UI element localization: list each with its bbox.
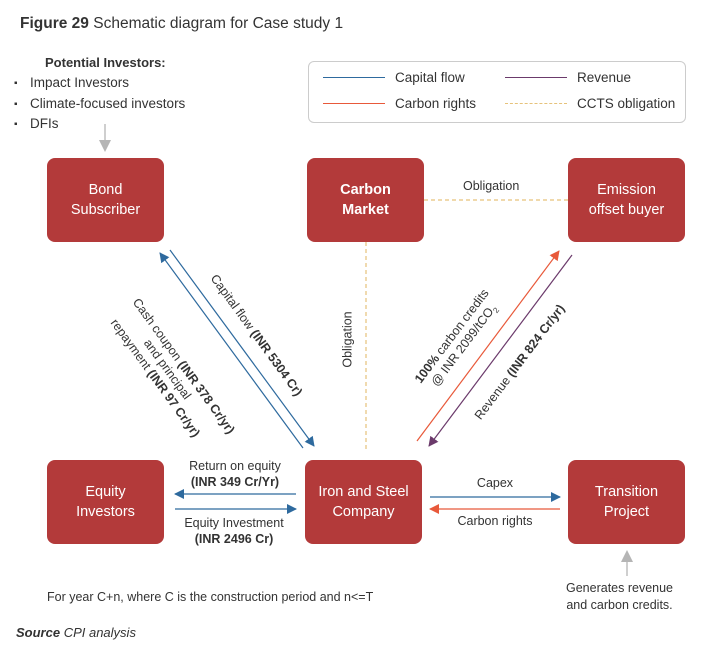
legend-carbon-rights: Carbon rights — [323, 96, 476, 111]
legend-line-icon — [323, 77, 385, 78]
legend-line-icon — [505, 77, 567, 78]
figure-title: Figure 29 Schematic diagram for Case stu… — [20, 15, 344, 32]
return-on-equity-label: Return on equity(INR 349 Cr/Yr) — [189, 459, 281, 489]
legend: Capital flow Revenue Carbon rights CCTS … — [308, 61, 686, 123]
investors-list: Impact Investors Climate-focused investo… — [14, 73, 185, 135]
carbon-rights-label: Carbon rights — [457, 514, 533, 528]
obligation-horizontal-label: Obligation — [463, 179, 520, 193]
carbon-credits-arrow — [416, 250, 560, 442]
capital-flow-arrow — [169, 249, 315, 447]
cash-coupon-arrow — [159, 252, 304, 449]
legend-ccts-obligation: CCTS obligation — [505, 96, 675, 111]
legend-revenue: Revenue — [505, 70, 631, 85]
period-note: For year C+n, where C is the constructio… — [47, 590, 374, 604]
investor-item: Impact Investors — [14, 73, 185, 94]
obligation-vertical-label: Obligation — [340, 311, 355, 368]
revenue-arrow — [428, 254, 573, 447]
investor-item: Climate-focused investors — [14, 94, 185, 115]
capex-label: Capex — [476, 476, 514, 490]
legend-line-icon — [505, 103, 567, 104]
legend-line-icon — [323, 103, 385, 104]
investor-item: DFIs — [14, 114, 185, 135]
investors-heading: Potential Investors: — [45, 55, 166, 70]
legend-capital-flow: Capital flow — [323, 70, 465, 85]
source-note: Source CPI analysis — [16, 625, 136, 640]
equity-investment-label: Equity Investment(INR 2496 Cr) — [184, 516, 284, 546]
